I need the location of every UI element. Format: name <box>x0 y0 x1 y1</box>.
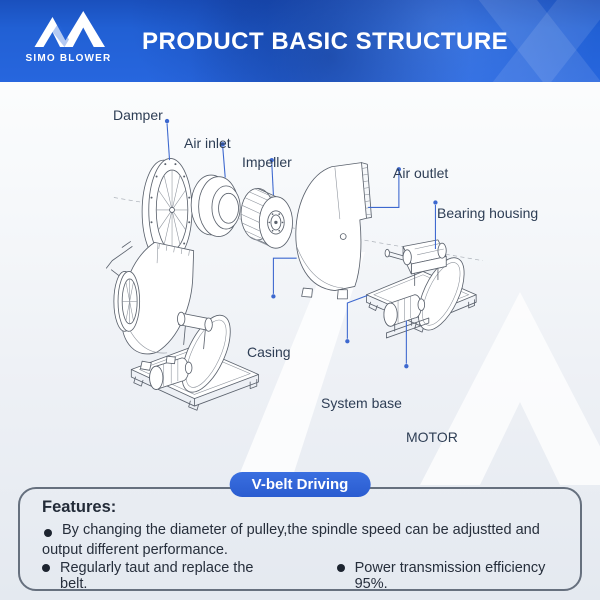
features-row-2: Regularly taut and replace the belt. Pow… <box>42 560 572 592</box>
machine-drawing <box>105 118 483 411</box>
label-air-outlet: Air outlet <box>393 165 449 181</box>
header-banner: SIMO BLOWER PRODUCT BASIC STRUCTURE <box>0 0 600 82</box>
air-inlet-drawing <box>190 174 241 237</box>
leader-lines <box>164 118 438 369</box>
label-air-inlet: Air inlet <box>184 135 231 151</box>
label-impeller: Impeller <box>242 154 292 170</box>
brand-logo: SIMO BLOWER <box>16 6 121 64</box>
casing-drawing <box>295 162 372 300</box>
label-bearing-housing: Bearing housing <box>437 205 539 221</box>
label-motor: MOTOR <box>406 429 458 445</box>
feature-text-1: By changing the diameter of pulley,the s… <box>42 522 540 558</box>
feature-text-2: Regularly taut and replace the belt. <box>60 560 254 592</box>
bullet-icon <box>336 564 345 572</box>
motor-drawing <box>383 294 430 339</box>
label-system-base: System base <box>321 395 402 411</box>
impeller-drawing <box>240 187 293 249</box>
page-title: PRODUCT BASIC STRUCTURE <box>142 28 509 55</box>
feature-text-3: Power transmission efficiency 95%. <box>354 560 546 592</box>
bullet-icon <box>42 564 50 572</box>
bullet-icon <box>44 529 52 537</box>
exploded-view-diagram: Damper Air inlet Impeller Air outlet Bea… <box>0 82 600 485</box>
features-heading: Features: <box>42 498 117 516</box>
belt-drawing <box>417 257 465 331</box>
feature-item-2: Regularly taut and replace the belt. <box>42 560 275 592</box>
damper-drawing <box>105 158 193 269</box>
assembled-fan-drawing <box>110 241 259 411</box>
features-panel: Features: By changing the diameter of pu… <box>18 487 582 592</box>
logo-mountain-icon <box>34 11 105 47</box>
brand-name: SIMO BLOWER <box>25 53 112 64</box>
vbelt-driving-badge: V-belt Driving <box>229 472 371 497</box>
label-casing: Casing <box>247 344 291 360</box>
feature-item-3: Power transmission efficiency 95%. <box>336 560 572 592</box>
label-damper: Damper <box>113 107 163 123</box>
feature-item-1: By changing the diameter of pulley,the s… <box>42 520 570 560</box>
